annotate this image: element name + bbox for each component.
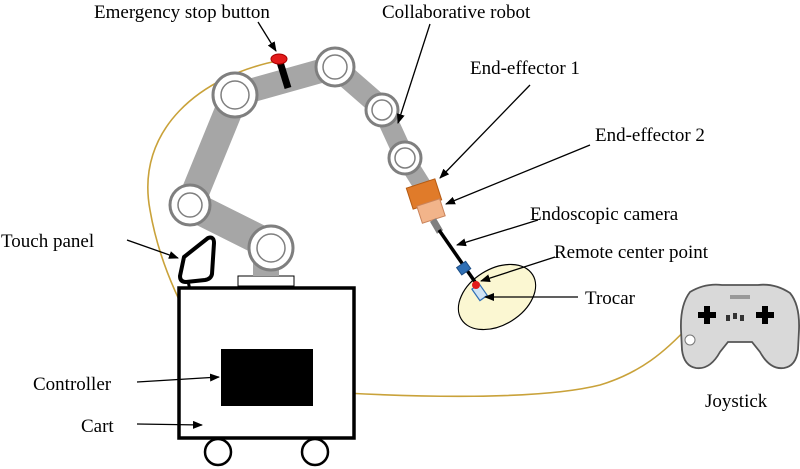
label-cart: Cart [81,416,114,437]
arrow-emergency-stop [257,21,277,52]
robot-base [237,275,295,287]
joystick-cable [311,324,691,398]
arrow-end-effector-2 [445,144,591,205]
collaborative-robot-arm [168,46,430,287]
label-collaborative-robot: Collaborative robot [382,2,531,23]
label-end-effector-1: End-effector 1 [470,58,580,79]
label-touch-panel: Touch panel [1,231,94,252]
joystick-device [680,283,800,370]
controller-box [221,349,313,406]
label-endoscopic-camera: Endoscopic camera [530,204,679,225]
emergency-stop-button [270,53,292,90]
arrow-end-effector-1 [439,84,531,179]
arrow-collaborative-robot [396,23,431,124]
remote-center-point [472,281,480,289]
arrow-cart [136,420,203,429]
arrow-touch-panel [126,239,179,259]
label-joystick: Joystick [705,391,768,412]
arrow-controller [136,373,220,383]
arrow-endoscopic-camera [456,219,539,247]
cart-wheel-right [300,437,330,467]
touch-panel [178,235,216,291]
camera-connector [455,260,472,276]
cart-wheel-left [203,437,233,467]
camera-mount [429,218,444,234]
label-end-effector-2: End-effector 2 [595,125,705,146]
label-trocar: Trocar [585,288,636,309]
label-controller: Controller [33,374,112,395]
label-emergency-stop: Emergency stop button [94,2,270,23]
label-remote-center-point: Remote center point [554,242,709,263]
arrow-remote-center-point [480,256,556,283]
